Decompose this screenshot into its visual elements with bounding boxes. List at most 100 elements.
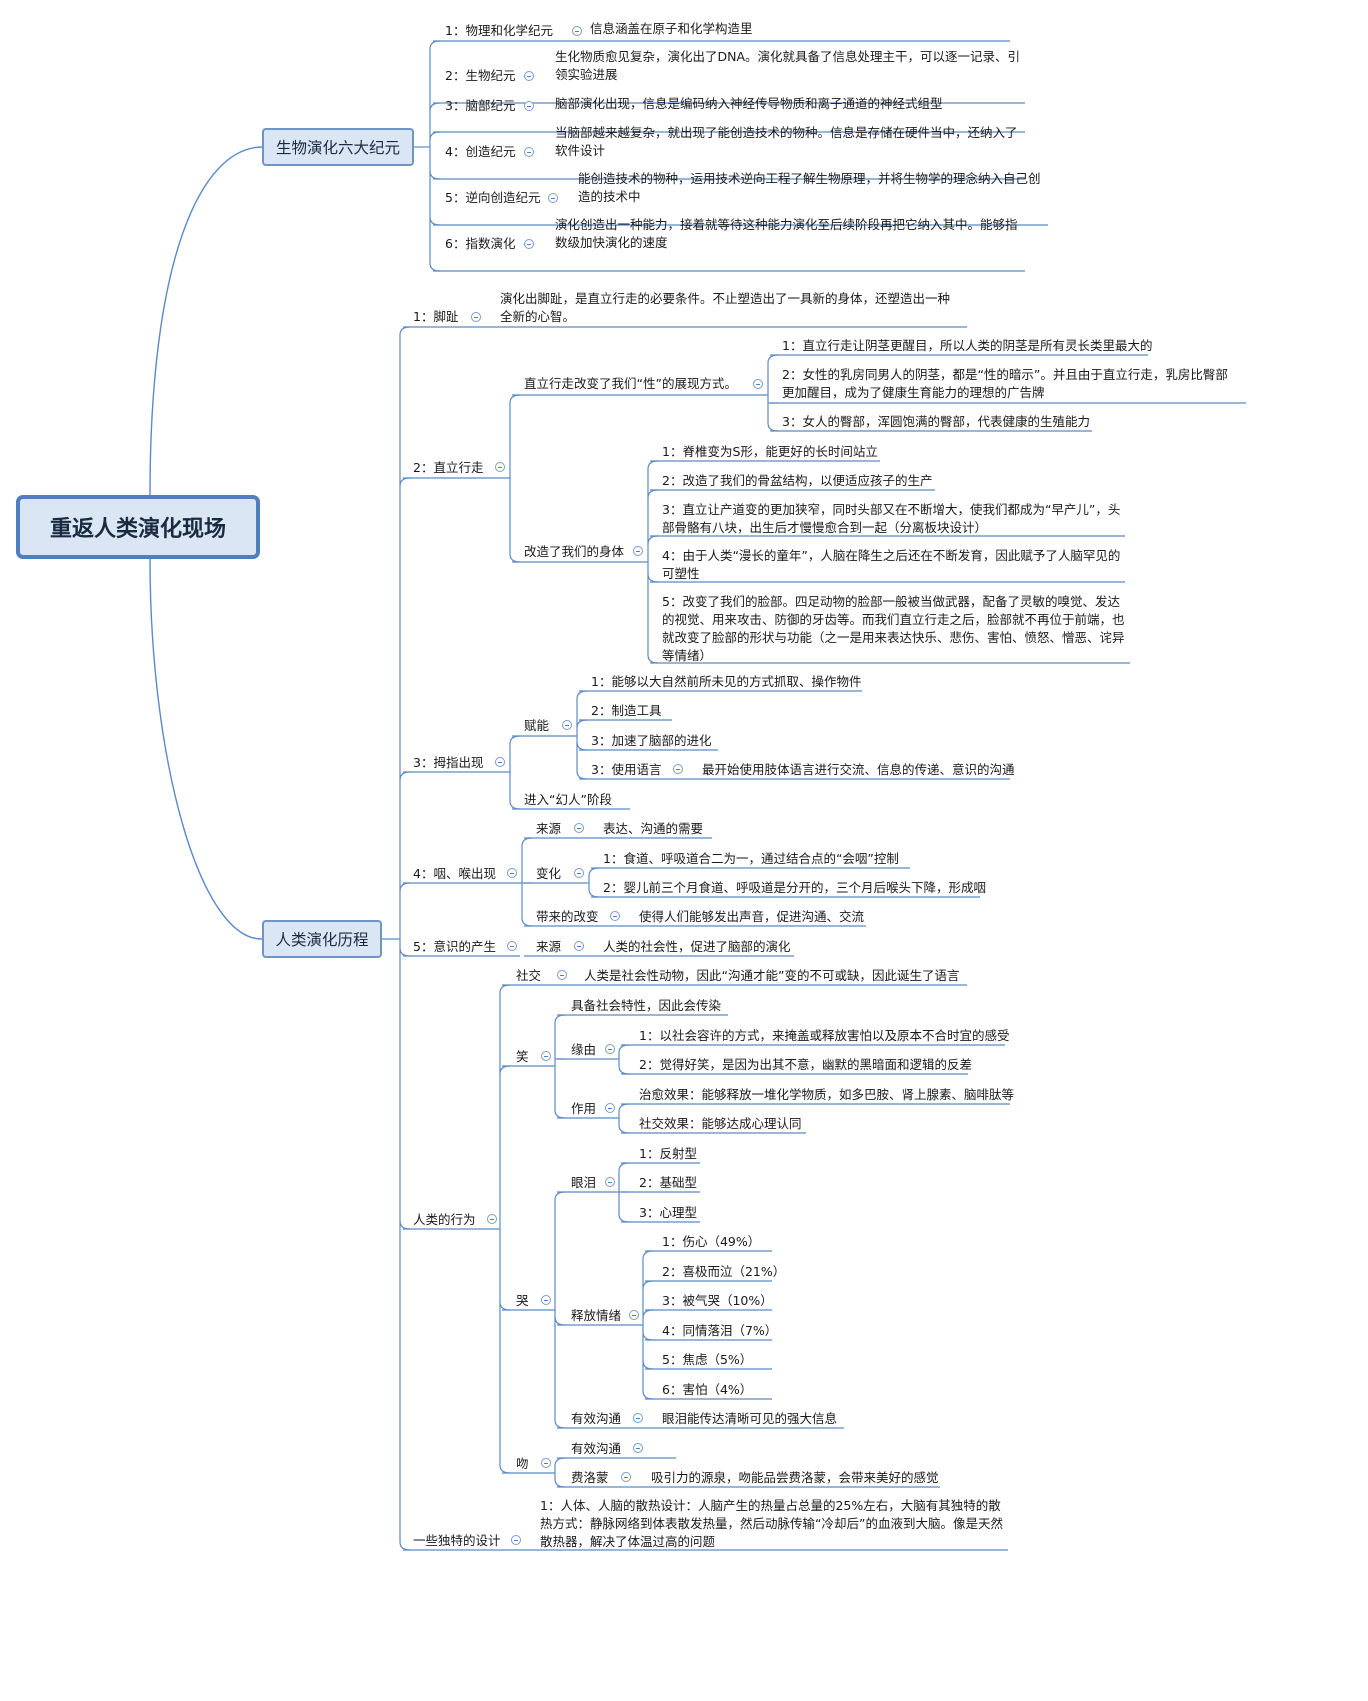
behavior-topic[interactable]: 社交 xyxy=(516,968,542,983)
collapse-toggle-icon[interactable] xyxy=(541,1051,551,1061)
sub-topic[interactable]: 作用 xyxy=(571,1101,597,1116)
collapse-toggle-icon[interactable] xyxy=(541,1458,551,1468)
detail-item[interactable]: 3：使用语言 xyxy=(591,762,662,777)
era-note[interactable]: 脑部演化出现，信息是编码纳入神经传导物质和离子通道的神经式组型 xyxy=(555,96,943,111)
collapse-toggle-icon[interactable] xyxy=(574,823,584,833)
collapse-toggle-icon[interactable] xyxy=(610,911,620,921)
sub-topic[interactable]: 变化 xyxy=(536,866,562,881)
sub-topic[interactable]: 费洛蒙 xyxy=(571,1470,609,1485)
era-note[interactable]: 能创造技术的物种，运用技术逆向工程了解生物原理，并将生物学的理念纳入自己创造的技… xyxy=(578,171,1041,204)
collapse-toggle-icon[interactable] xyxy=(524,239,534,249)
collapse-toggle-icon[interactable] xyxy=(507,868,517,878)
evolution-stage[interactable]: 人类的行为 xyxy=(413,1212,476,1227)
collapse-toggle-icon[interactable] xyxy=(507,941,517,951)
sub-topic[interactable]: 带来的改变 xyxy=(536,909,599,924)
detail-item[interactable]: 3：心理型 xyxy=(639,1205,697,1220)
detail-note[interactable]: 人类的社会性，促进了脑部的演化 xyxy=(603,939,791,954)
evolution-stage[interactable]: 1：脚趾 xyxy=(413,309,459,324)
emotion-item[interactable]: 4：同情落泪（7%） xyxy=(662,1323,778,1338)
detail-note[interactable]: 人类是社会性动物，因此“沟通才能”变的不可或缺，因此诞生了语言 xyxy=(584,968,960,983)
detail-item[interactable]: 3：直立让产道变的更加狭窄，同时头部又在不断增大，使我们都成为“早产儿”，头部骨… xyxy=(662,502,1121,535)
collapse-toggle-icon[interactable] xyxy=(605,1103,615,1113)
sub-topic[interactable]: 改造了我们的身体 xyxy=(524,544,625,559)
era-note[interactable]: 演化创造出一种能力，接着就等待这种能力演化至后续阶段再把它纳入其中。能够指数级加… xyxy=(555,217,1018,250)
collapse-toggle-icon[interactable] xyxy=(605,1177,615,1187)
collapse-toggle-icon[interactable] xyxy=(574,941,584,951)
branch-human-evolution[interactable]: 人类演化历程 xyxy=(262,920,382,958)
detail-item[interactable]: 社交效果：能够达成心理认同 xyxy=(639,1116,802,1131)
collapse-toggle-icon[interactable] xyxy=(633,546,643,556)
behavior-topic[interactable]: 哭 xyxy=(516,1293,529,1308)
collapse-toggle-icon[interactable] xyxy=(633,1413,643,1423)
evolution-stage[interactable]: 3：拇指出现 xyxy=(413,755,484,770)
emotion-item[interactable]: 5：焦虑（5%） xyxy=(662,1352,753,1367)
collapse-toggle-icon[interactable] xyxy=(524,71,534,81)
emotion-item[interactable]: 3：被气哭（10%） xyxy=(662,1293,773,1308)
emotion-item[interactable]: 6：害怕（4%） xyxy=(662,1382,753,1397)
collapse-toggle-icon[interactable] xyxy=(605,1044,615,1054)
detail-item[interactable]: 3：女人的臀部，浑圆饱满的臀部，代表健康的生殖能力 xyxy=(782,414,1090,429)
collapse-toggle-icon[interactable] xyxy=(629,1310,639,1320)
collapse-toggle-icon[interactable] xyxy=(753,379,763,389)
sub-topic[interactable]: 释放情绪 xyxy=(571,1308,622,1323)
sub-topic[interactable]: 缘由 xyxy=(571,1042,597,1057)
sub-topic[interactable]: 来源 xyxy=(536,939,562,954)
detail-item[interactable]: 2：基础型 xyxy=(639,1175,697,1190)
detail-item[interactable]: 具备社会特性，因此会传染 xyxy=(571,998,722,1013)
era-topic[interactable]: 6：指数演化 xyxy=(445,236,516,251)
detail-item[interactable]: 2：改造了我们的骨盆结构，以便适应孩子的生产 xyxy=(662,473,933,488)
era-note[interactable]: 生化物质愈见复杂，演化出了DNA。演化就具备了信息处理主干，可以逐一记录、引领实… xyxy=(555,49,1021,82)
collapse-toggle-icon[interactable] xyxy=(471,312,481,322)
collapse-toggle-icon[interactable] xyxy=(562,720,572,730)
collapse-toggle-icon[interactable] xyxy=(673,764,683,774)
era-topic[interactable]: 2：生物纪元 xyxy=(445,68,516,83)
behavior-topic[interactable]: 笑 xyxy=(516,1049,529,1064)
stage-note[interactable]: 演化出脚趾，是直立行走的必要条件。不止塑造出了一具新的身体，还塑造出一种全新的心… xyxy=(500,291,951,324)
detail-item[interactable]: 1：能够以大自然前所未见的方式抓取、操作物件 xyxy=(591,674,862,689)
collapse-toggle-icon[interactable] xyxy=(495,462,505,472)
collapse-toggle-icon[interactable] xyxy=(511,1535,521,1545)
era-topic[interactable]: 3：脑部纪元 xyxy=(445,98,516,113)
behavior-topic[interactable]: 吻 xyxy=(516,1456,529,1471)
detail-note[interactable]: 使得人们能够发出声音，促进沟通、交流 xyxy=(639,909,865,924)
detail-item[interactable]: 3：加速了脑部的进化 xyxy=(591,733,712,748)
sub-topic[interactable]: 赋能 xyxy=(524,718,550,733)
detail-item[interactable]: 2：婴儿前三个月食道、呼吸道是分开的，三个月后喉头下降，形成咽 xyxy=(603,880,986,895)
evolution-stage[interactable]: 一些独特的设计 xyxy=(413,1533,501,1548)
collapse-toggle-icon[interactable] xyxy=(621,1472,631,1482)
evolution-stage[interactable]: 2：直立行走 xyxy=(413,460,484,475)
detail-note[interactable]: 眼泪能传达清晰可见的强大信息 xyxy=(662,1411,838,1426)
detail-item[interactable]: 5：改变了我们的脸部。四足动物的脸部一般被当做武器，配备了灵敏的嗅觉、发达的视觉… xyxy=(662,594,1125,663)
detail-item[interactable]: 1：反射型 xyxy=(639,1146,697,1161)
era-topic[interactable]: 4：创造纪元 xyxy=(445,144,516,159)
collapse-toggle-icon[interactable] xyxy=(541,1295,551,1305)
detail-item[interactable]: 2：制造工具 xyxy=(591,703,662,718)
collapse-toggle-icon[interactable] xyxy=(487,1214,497,1224)
detail-item[interactable]: 1：以社会容许的方式，来掩盖或释放害怕以及原本不合时宜的感受 xyxy=(639,1028,1010,1043)
detail-item[interactable]: 1：直立行走让阴茎更醒目，所以人类的阴茎是所有灵长类里最大的 xyxy=(782,338,1153,353)
collapse-toggle-icon[interactable] xyxy=(524,147,534,157)
collapse-toggle-icon[interactable] xyxy=(495,757,505,767)
emotion-item[interactable]: 1：伤心（49%） xyxy=(662,1234,761,1249)
detail-note[interactable]: 吸引力的源泉，吻能品尝费洛蒙，会带来美好的感觉 xyxy=(651,1470,939,1485)
sub-topic[interactable]: 直立行走改变了我们“性”的展现方式。 xyxy=(524,376,737,391)
collapse-toggle-icon[interactable] xyxy=(574,868,584,878)
detail-note[interactable]: 表达、沟通的需要 xyxy=(603,821,704,836)
collapse-toggle-icon[interactable] xyxy=(572,26,582,36)
detail-note[interactable]: 最开始使用肢体语言进行交流、信息的传递、意识的沟通 xyxy=(702,762,1015,777)
sub-topic[interactable]: 来源 xyxy=(536,821,562,836)
detail-item[interactable]: 1：食道、呼吸道合二为一，通过结合点的“会咽”控制 xyxy=(603,851,899,866)
collapse-toggle-icon[interactable] xyxy=(557,970,567,980)
collapse-toggle-icon[interactable] xyxy=(548,193,558,203)
sub-topic[interactable]: 眼泪 xyxy=(571,1175,597,1190)
branch-bio-eras[interactable]: 生物演化六大纪元 xyxy=(262,128,414,166)
evolution-stage[interactable]: 4：咽、喉出现 xyxy=(413,866,496,881)
collapse-toggle-icon[interactable] xyxy=(633,1443,643,1453)
era-note[interactable]: 信息涵盖在原子和化学构造里 xyxy=(590,21,753,36)
sub-topic[interactable]: 有效沟通 xyxy=(571,1411,622,1426)
design-note[interactable]: 1：人体、人脑的散热设计：人脑产生的热量占总量的25%左右，大脑有其独特的散热方… xyxy=(540,1498,1003,1549)
era-topic[interactable]: 5：逆向创造纪元 xyxy=(445,190,541,205)
era-note[interactable]: 当脑部越来越复杂，就出现了能创造技术的物种。信息是存储在硬件当中，还纳入了软件设… xyxy=(555,125,1018,158)
era-topic[interactable]: 1：物理和化学纪元 xyxy=(445,23,553,38)
detail-item[interactable]: 2：觉得好笑，是因为出其不意，幽默的黑暗面和逻辑的反差 xyxy=(639,1057,972,1072)
